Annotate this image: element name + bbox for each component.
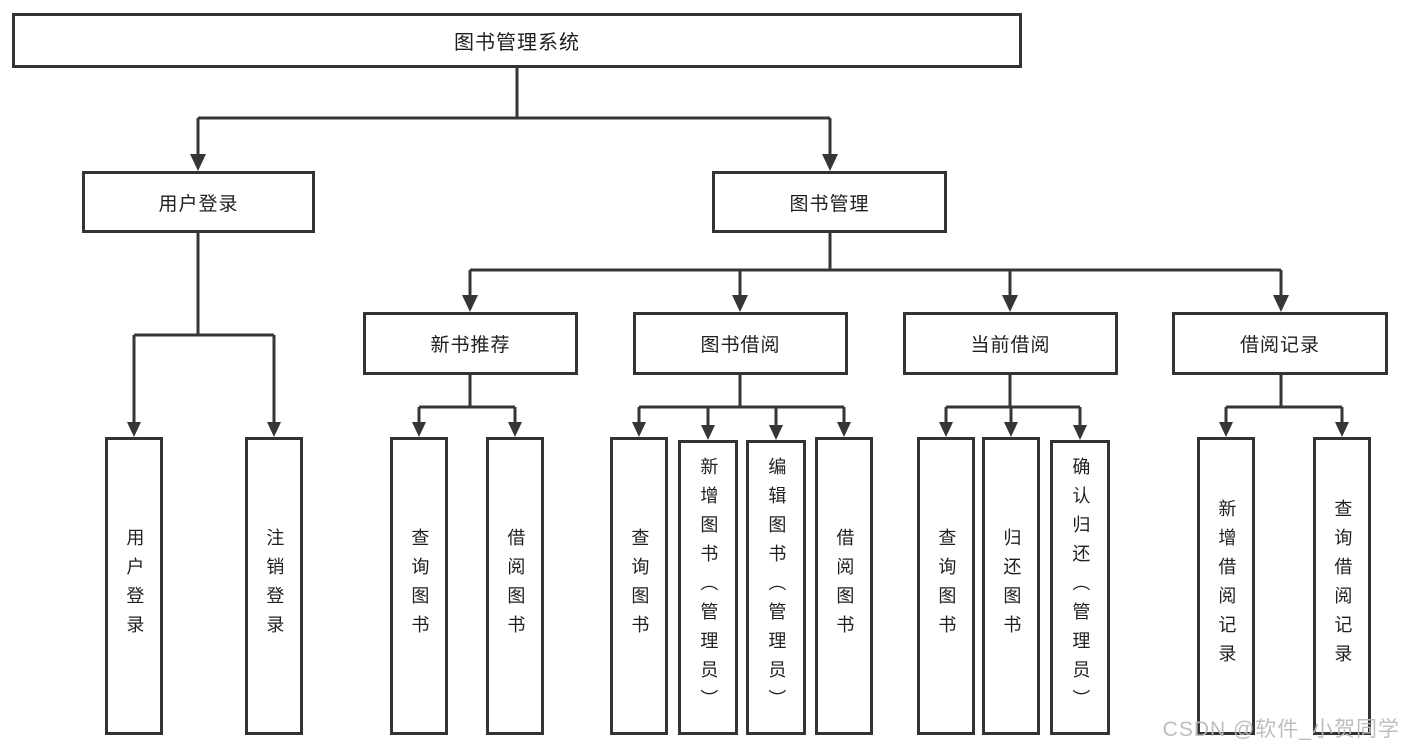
leaf-borrow-books-borrowing-label: 借阅图书 [834,528,855,644]
leaf-query-books-current: 查询图书 [917,437,975,735]
csdn-watermark: CSDN @软件_小贺同学 [1162,718,1400,741]
leaf-logout: 注销登录 [245,437,303,735]
leaf-borrow-books-recommend: 借阅图书 [486,437,544,735]
leaf-add-borrow-record: 新增借阅记录 [1197,437,1255,735]
leaf-query-books-borrowing-label: 查询图书 [629,528,650,644]
leaf-borrow-books-recommend-label: 借阅图书 [505,528,526,644]
leaf-query-borrow-record: 查询借阅记录 [1313,437,1371,735]
node-borrowing-records-label: 借阅记录 [1239,335,1320,356]
leaf-query-books-current-label: 查询图书 [936,528,957,644]
leaf-add-book-admin-label: 新增图书（管理员） [698,457,719,718]
leaf-query-borrow-record-label: 查询借阅记录 [1332,499,1353,673]
node-borrowing-records: 借阅记录 [1172,312,1388,375]
leaf-query-books-recommend: 查询图书 [390,437,448,735]
connector-lines [132,68,1344,426]
node-new-book-recommend: 新书推荐 [363,312,578,375]
node-book-management-label: 图书管理 [789,193,870,215]
leaf-add-book-admin: 新增图书（管理员） [678,440,738,735]
leaf-edit-book-admin: 编辑图书（管理员） [746,440,806,735]
leaf-confirm-return-admin: 确认归还（管理员） [1050,440,1110,735]
leaf-user-login-label: 用户登录 [124,528,145,644]
leaf-logout-label: 注销登录 [264,528,285,644]
leaf-return-books-label: 归还图书 [1001,528,1022,644]
leaf-edit-book-admin-label: 编辑图书（管理员） [766,457,787,718]
leaf-query-books-borrowing: 查询图书 [610,437,668,735]
node-current-borrowing-label: 当前借阅 [970,335,1051,356]
node-user-login-label: 用户登录 [158,193,239,215]
leaf-user-login: 用户登录 [105,437,163,735]
leaf-add-borrow-record-label: 新增借阅记录 [1216,499,1237,673]
node-library-system: 图书管理系统 [12,13,1022,68]
leaf-query-books-recommend-label: 查询图书 [409,528,430,644]
arrow-heads [127,154,1349,440]
leaf-confirm-return-admin-label: 确认归还（管理员） [1070,457,1091,718]
node-book-borrowing: 图书借阅 [633,312,848,375]
node-current-borrowing: 当前借阅 [903,312,1118,375]
node-book-borrowing-label: 图书借阅 [700,335,781,356]
node-book-management: 图书管理 [712,171,947,233]
node-library-system-label: 图书管理系统 [454,32,580,54]
leaf-borrow-books-borrowing: 借阅图书 [815,437,873,735]
node-new-book-recommend-label: 新书推荐 [430,335,511,356]
leaf-return-books: 归还图书 [982,437,1040,735]
node-user-login: 用户登录 [82,171,315,233]
